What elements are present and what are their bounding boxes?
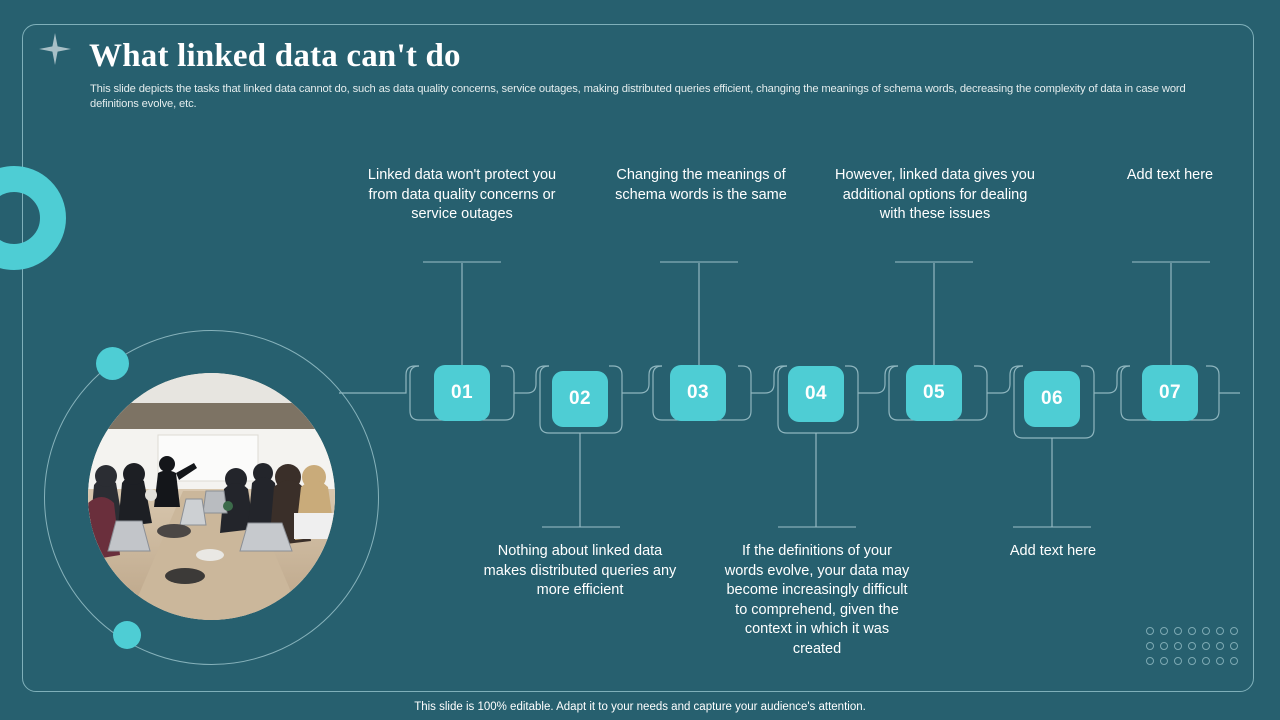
step-number-06[interactable]: 06 (1024, 371, 1080, 427)
page-title: What linked data can't do (89, 38, 461, 74)
step-label-02: Nothing about linked data makes distribu… (483, 543, 677, 598)
decorative-dot-bottom (113, 621, 141, 649)
step-number-04[interactable]: 04 (788, 366, 844, 422)
step-number-05[interactable]: 05 (906, 365, 962, 421)
step-number-01[interactable]: 01 (434, 365, 490, 421)
step-number-02[interactable]: 02 (552, 371, 608, 427)
meeting-room-photo (88, 373, 335, 620)
step-label-07: Add text here (1126, 167, 1214, 183)
step-number-03[interactable]: 03 (670, 365, 726, 421)
step-label-05: However, linked data gives you additiona… (835, 167, 1035, 222)
sparkle-icon (38, 32, 72, 66)
step-number-07[interactable]: 07 (1142, 365, 1198, 421)
page-subtitle: This slide depicts the tasks that linked… (90, 83, 1186, 110)
decorative-donut (0, 166, 66, 270)
step-label-01: Linked data won't protect you from data … (367, 167, 557, 222)
step-label-06: Add text here (1009, 543, 1097, 559)
decorative-dot-top (96, 347, 129, 380)
decorative-dot-grid (1146, 627, 1244, 672)
decorative-ring (44, 330, 379, 665)
step-label-03: Changing the meanings of schema words is… (615, 167, 787, 203)
step-label-04: If the definitions of your words evolve,… (724, 543, 910, 657)
slide-footer-note: This slide is 100% editable. Adapt it to… (414, 701, 866, 713)
